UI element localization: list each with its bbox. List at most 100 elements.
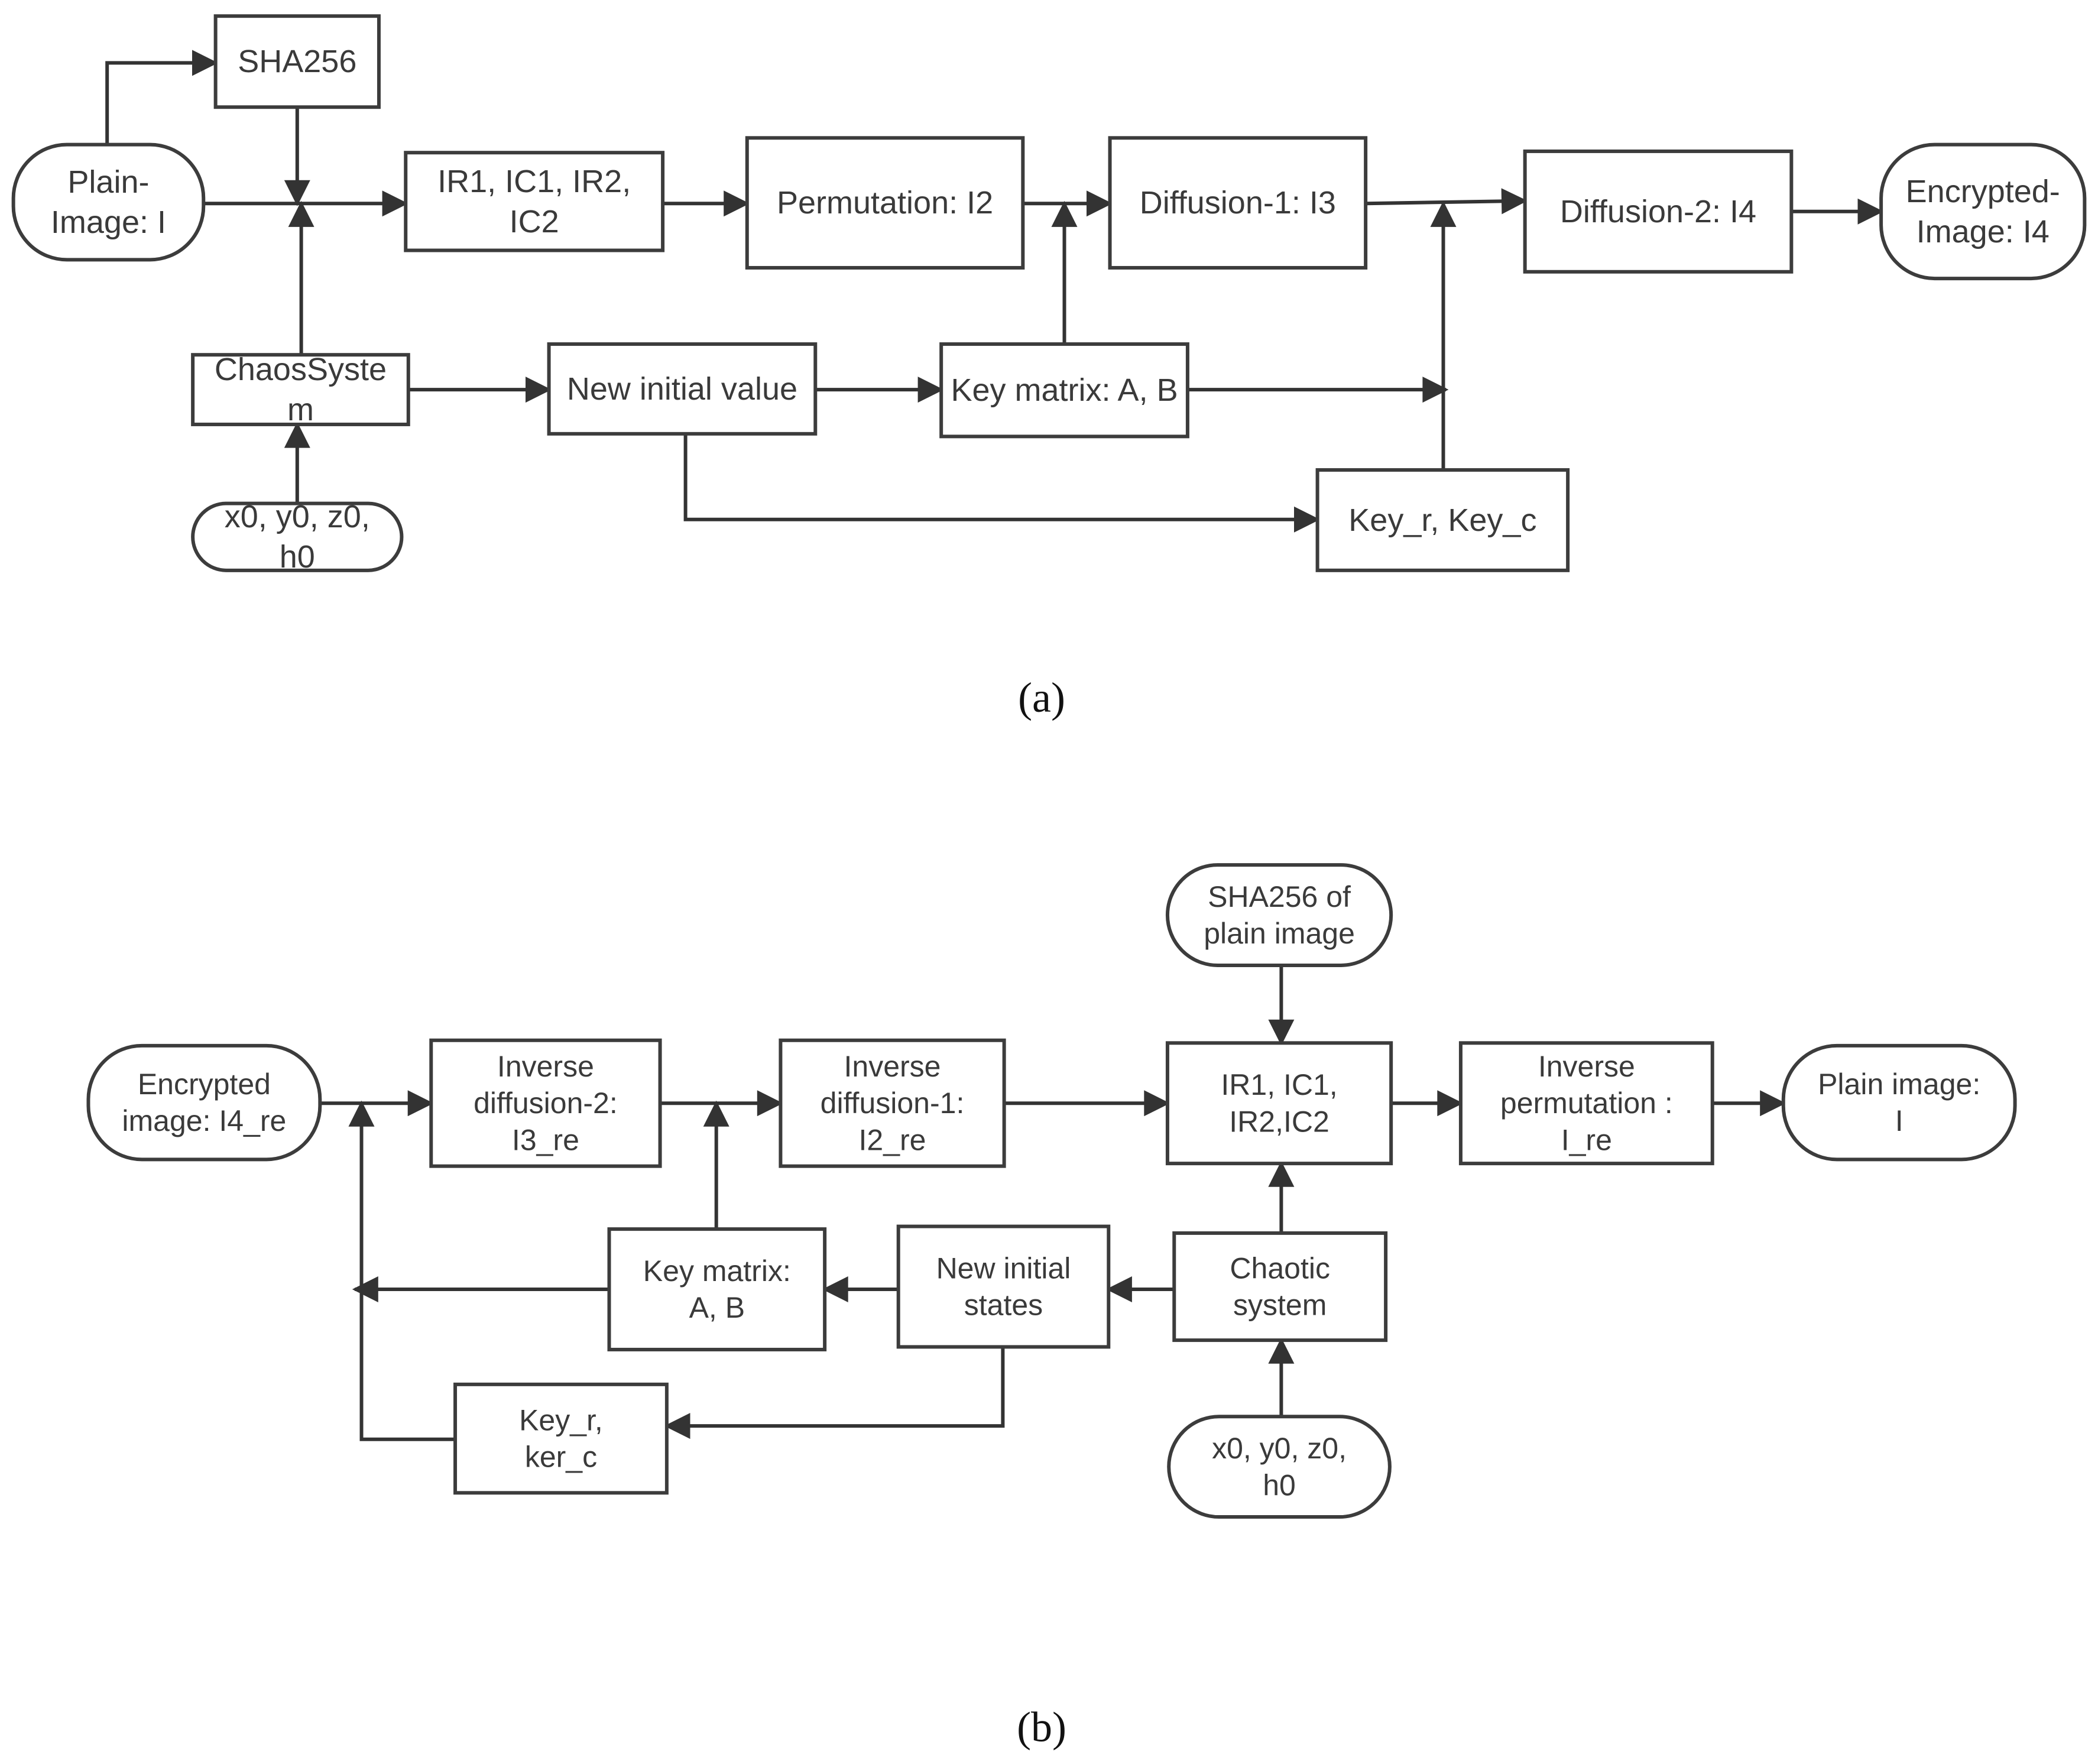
node-box (191, 353, 410, 426)
node-label: Permutation: I2 (777, 185, 993, 220)
node-label: Inverse (1538, 1050, 1635, 1083)
diagram-b-node-plain-image: Plain image:I (1781, 1043, 2017, 1162)
diagram-b-connector (664, 1347, 1005, 1439)
node-label: Plain- (67, 164, 149, 200)
node-box (547, 342, 818, 436)
node-label: Encrypted- (1906, 174, 2060, 209)
node-box (1458, 1041, 1714, 1166)
node-label: h0 (1263, 1468, 1296, 1502)
node-box (607, 1227, 827, 1351)
node-label: Image: I4 (1917, 214, 2050, 249)
node-label: Plain image: (1818, 1068, 1980, 1101)
diagram-a-node-ir-ic: IR1, IC1, IR2, IC2 (404, 151, 665, 252)
diagram-b-node-key-rc: Key_r, ker_c (453, 1382, 669, 1495)
diagram-a-node-permutation: Permutation: I2 (745, 136, 1025, 270)
diagram-b-node-key-matrix: Key matrix:A, B (607, 1227, 827, 1351)
node-box (213, 14, 381, 109)
node-box (1523, 149, 1794, 274)
diagram-b-caption: (b) (1017, 1704, 1066, 1751)
diagram-a-connector (1366, 188, 1528, 215)
diagram-b-node-inverse-diffusion1: Inverse diffusion-1: I2_re (779, 1038, 1006, 1168)
diagram-a-node-initial-conditions: x0, y0, z0, h0 (191, 499, 404, 575)
node-label: IR2,IC2 (1229, 1105, 1330, 1138)
node-label: Inverse (497, 1050, 594, 1083)
node-box (86, 1043, 322, 1162)
node-label: SHA256 of (1208, 880, 1351, 913)
node-box (191, 501, 404, 572)
node-label: Key matrix: (643, 1254, 791, 1288)
node-label: Key_r, Key_c (1348, 502, 1536, 538)
diagram-b-node-inverse-diffusion2: Inverse diffusion-2: I3_re (429, 1038, 662, 1168)
node-label: Diffusion-1: I3 (1140, 185, 1336, 220)
node-box (453, 1382, 669, 1495)
diagram-b-node-ir-ic: IR1, IC1, IR2,IC2 (1165, 1041, 1393, 1166)
node-label: I2_re (859, 1124, 926, 1157)
diagram-a-connector (105, 50, 218, 145)
node-label: I3_re (512, 1124, 579, 1157)
node-label: IR1, IC1, (1221, 1068, 1337, 1101)
node-box (11, 142, 206, 262)
node-box (1879, 142, 2087, 281)
diagram-b-node-sha256-plain: SHA256 of plain image (1165, 863, 1393, 967)
node-label: I (1895, 1104, 1904, 1137)
diagram-a-node-diffusion2: Diffusion-2: I4 (1523, 149, 1794, 274)
diagram-a-node-sha256: SHA256 (213, 14, 381, 109)
node-label: A, B (689, 1291, 745, 1324)
node-label: m (287, 392, 314, 427)
node-label: SHA256 (238, 44, 356, 79)
node-box (1108, 136, 1368, 270)
node-label: Key_r, (519, 1403, 603, 1437)
node-label: Image: I (51, 205, 166, 240)
node-box (429, 1038, 662, 1168)
node-label: states (964, 1289, 1043, 1322)
diagram-b-node-new-initial-states: New initial states (896, 1224, 1111, 1349)
node-label: h0 (280, 539, 315, 575)
node-label: New initial (936, 1251, 1071, 1285)
node-label: Diffusion-2: I4 (1560, 194, 1756, 229)
node-label: image: I4_re (122, 1104, 286, 1137)
node-label: diffusion-1: (821, 1087, 965, 1120)
node-label: plain image (1204, 917, 1355, 950)
node-label: ChaosSyste (215, 352, 387, 387)
diagram-a-node-diffusion1: Diffusion-1: I3 (1108, 136, 1368, 270)
node-box (1165, 1041, 1393, 1166)
node-label: IR1, IC1, IR2, (437, 164, 631, 199)
diagram-b-node-inverse-permutation: Inverse permutation : I_re (1458, 1041, 1714, 1166)
node-label: ker_c (525, 1441, 597, 1474)
diagram-a-caption: (a) (1018, 674, 1065, 721)
diagram-b-node-initial-conditions: x0, y0, z0,h0 (1167, 1415, 1392, 1519)
diagram-a-node-key-matrix: Key matrix: A, B (939, 342, 1189, 439)
node-label: I_re (1561, 1124, 1612, 1157)
node-label: Chaotic (1230, 1251, 1330, 1285)
node-label: Inverse (844, 1050, 941, 1083)
diagram-a-node-new-initial-value: New initial value (547, 342, 818, 436)
node-label: Encrypted (138, 1068, 271, 1101)
node-label: IC2 (510, 204, 559, 239)
node-label: diffusion-2: (474, 1087, 618, 1120)
node-box (1165, 863, 1393, 967)
node-label: permutation : (1500, 1087, 1673, 1120)
diagram-a-node-key-rc: Key_r, Key_c (1315, 468, 1570, 572)
node-label: Key matrix: A, B (951, 372, 1178, 408)
node-box (1781, 1043, 2017, 1162)
node-box (1315, 468, 1570, 572)
node-box (896, 1224, 1111, 1349)
node-box (779, 1038, 1006, 1168)
diagram-a-node-chaos-system: ChaosSyste m (191, 352, 410, 427)
node-label: New initial value (567, 371, 797, 407)
node-box (939, 342, 1189, 439)
diagram-a-node-plain-image: Plain- Image: I (11, 142, 206, 262)
node-box (1172, 1231, 1388, 1343)
diagram-a-connector (683, 433, 1320, 533)
diagram-b-connector (348, 1100, 455, 1441)
node-box (404, 151, 665, 252)
node-box (1167, 1415, 1392, 1519)
diagram-a-node-encrypted-image: Encrypted- Image: I4 (1879, 142, 2087, 281)
edges-layer (105, 50, 1884, 1441)
node-box (745, 136, 1025, 270)
node-label: x0, y0, z0, (225, 499, 370, 534)
